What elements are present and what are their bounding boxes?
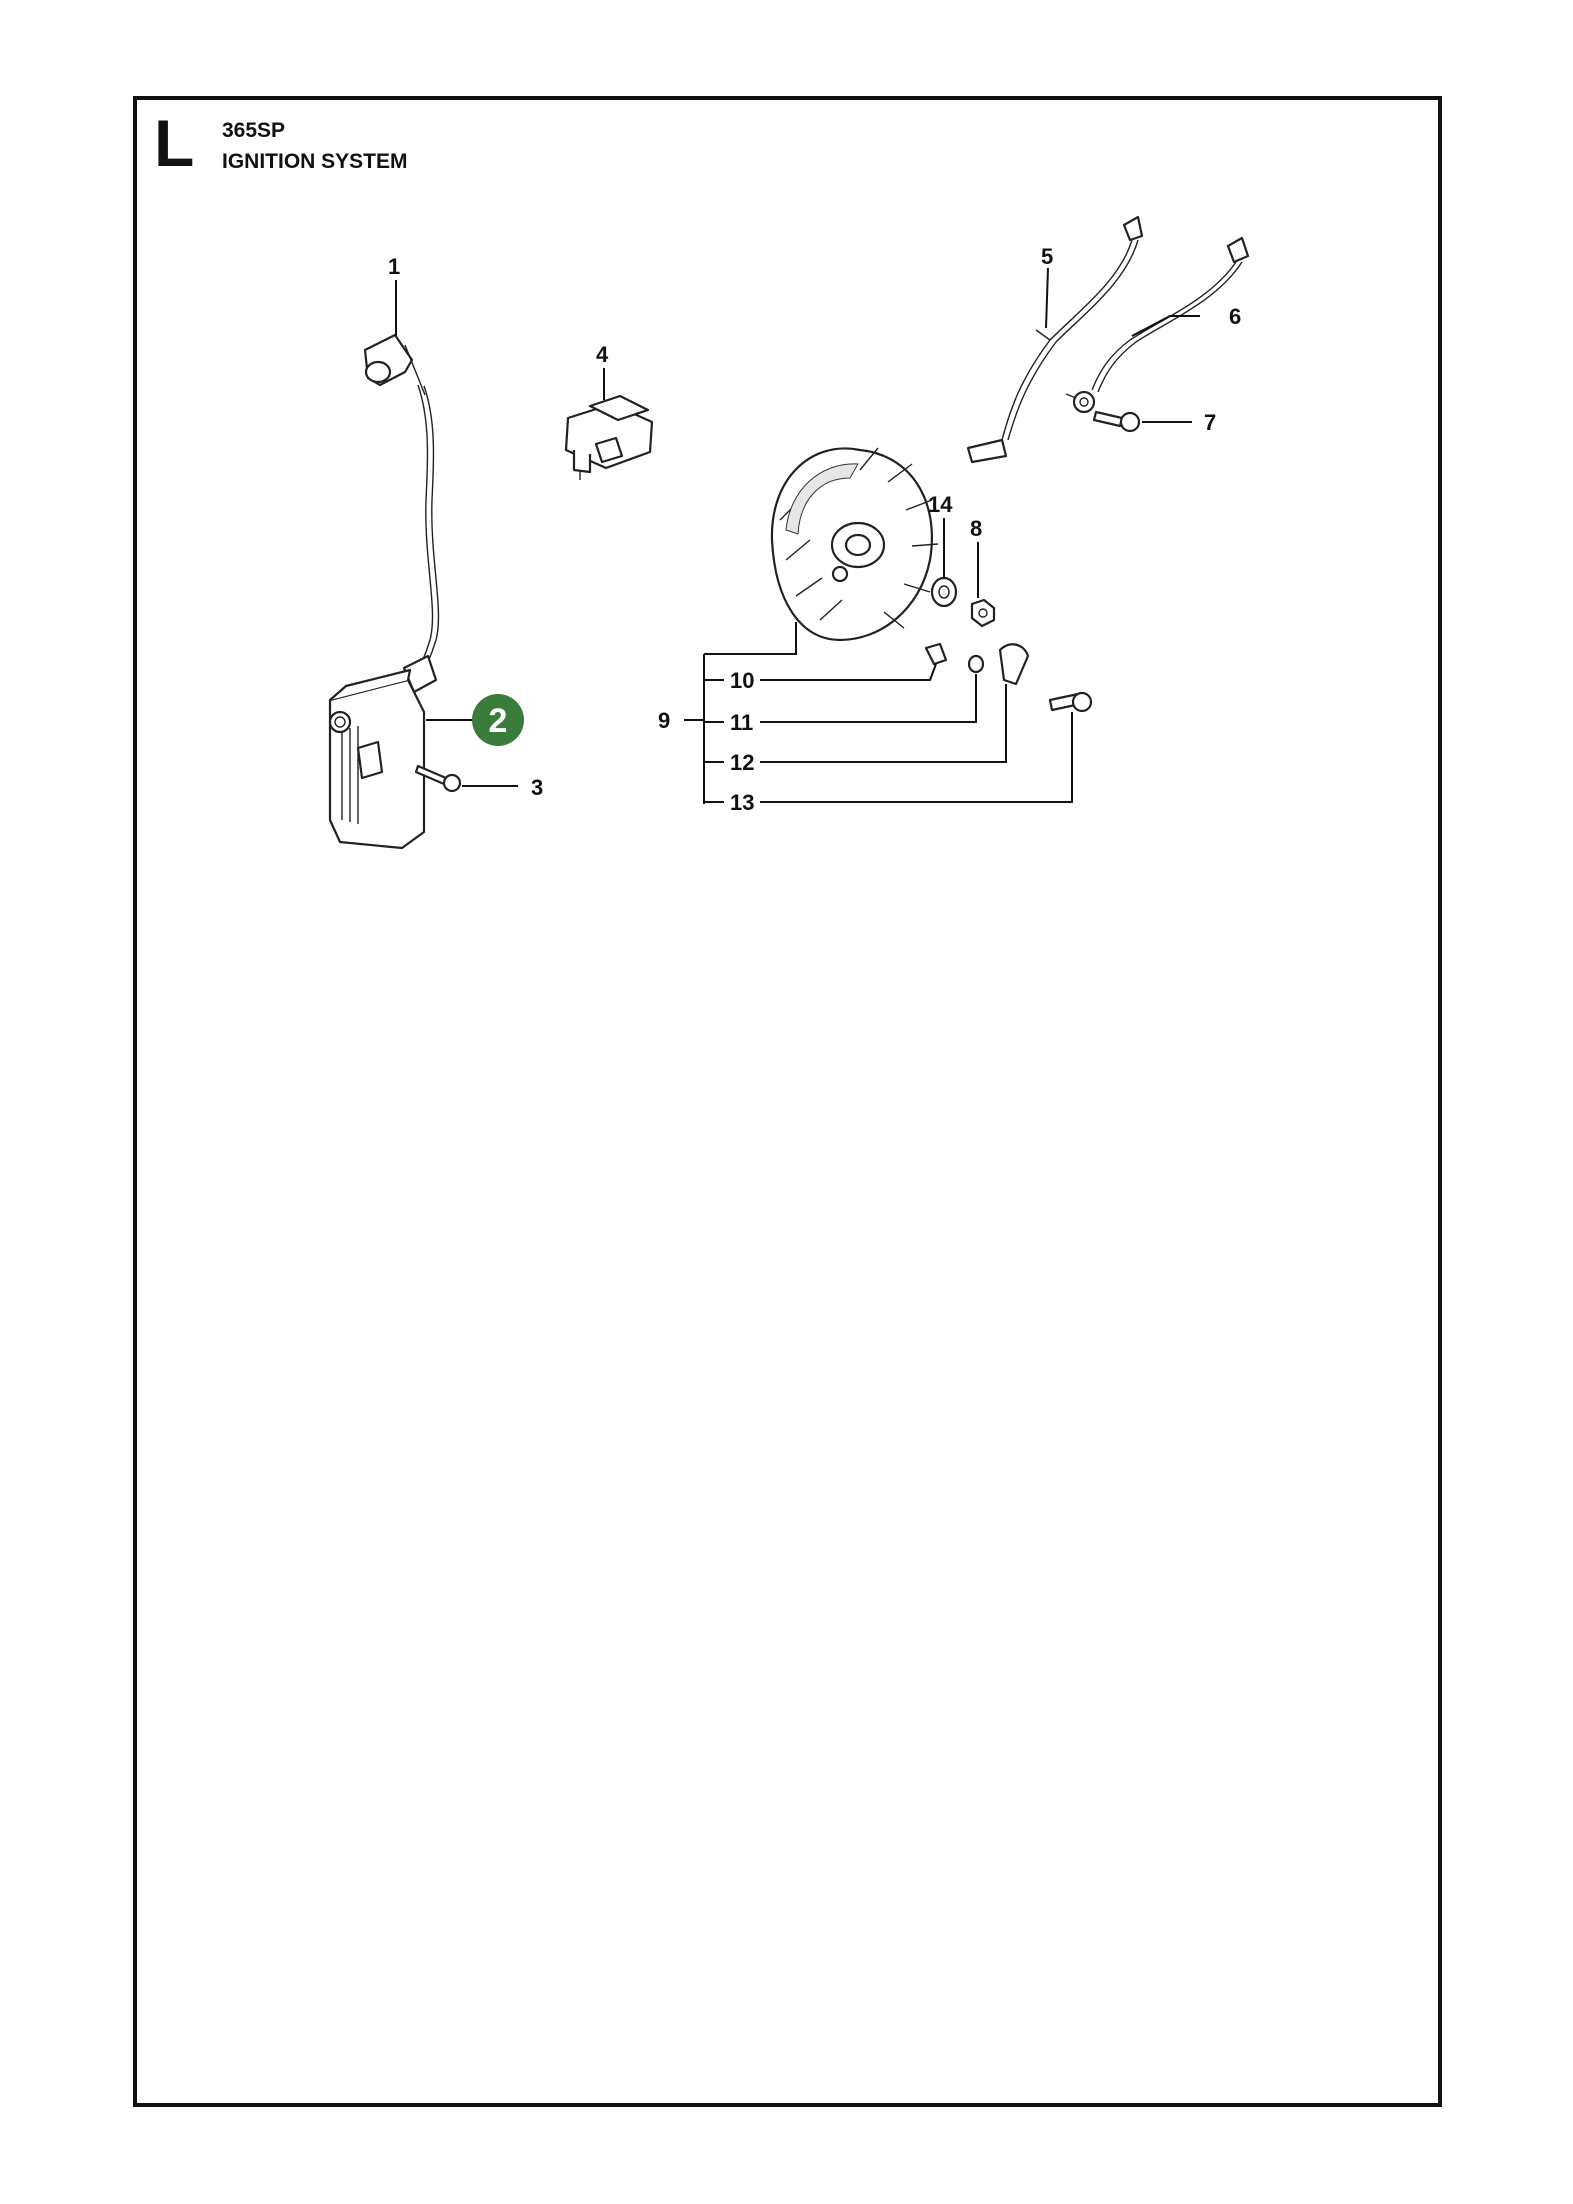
callout-4: 4 — [596, 342, 609, 367]
callout-10: 10 — [730, 668, 754, 693]
badge-circle — [472, 694, 524, 746]
callout-2: 2 — [489, 702, 508, 740]
section-letter: L — [154, 106, 195, 180]
callout-6: 6 — [1229, 304, 1241, 329]
section-title: IGNITION SYSTEM — [222, 150, 408, 173]
callout-1: 1 — [388, 254, 400, 279]
callout-9: 9 — [658, 708, 670, 733]
stop-switch-illustration — [564, 394, 654, 480]
callout-8: 8 — [970, 516, 982, 541]
callout-5: 5 — [1041, 244, 1053, 269]
callout-14: 14 — [928, 492, 953, 517]
page-frame — [133, 96, 1442, 2107]
ground-cable-illustration — [1065, 236, 1250, 433]
callout-13: 13 — [730, 790, 754, 815]
ignition-module-illustration — [328, 333, 462, 850]
callout-7: 7 — [1204, 410, 1216, 435]
callout-12: 12 — [730, 750, 754, 775]
callout-3: 3 — [531, 775, 543, 800]
short-cable-illustration — [966, 215, 1144, 464]
model-code: 365SP — [222, 119, 286, 142]
flywheel-illustration — [770, 447, 1093, 713]
callout-11: 11 — [730, 710, 753, 735]
leader-lines — [395, 267, 1200, 804]
callout-2-badge: 2 — [472, 694, 524, 746]
